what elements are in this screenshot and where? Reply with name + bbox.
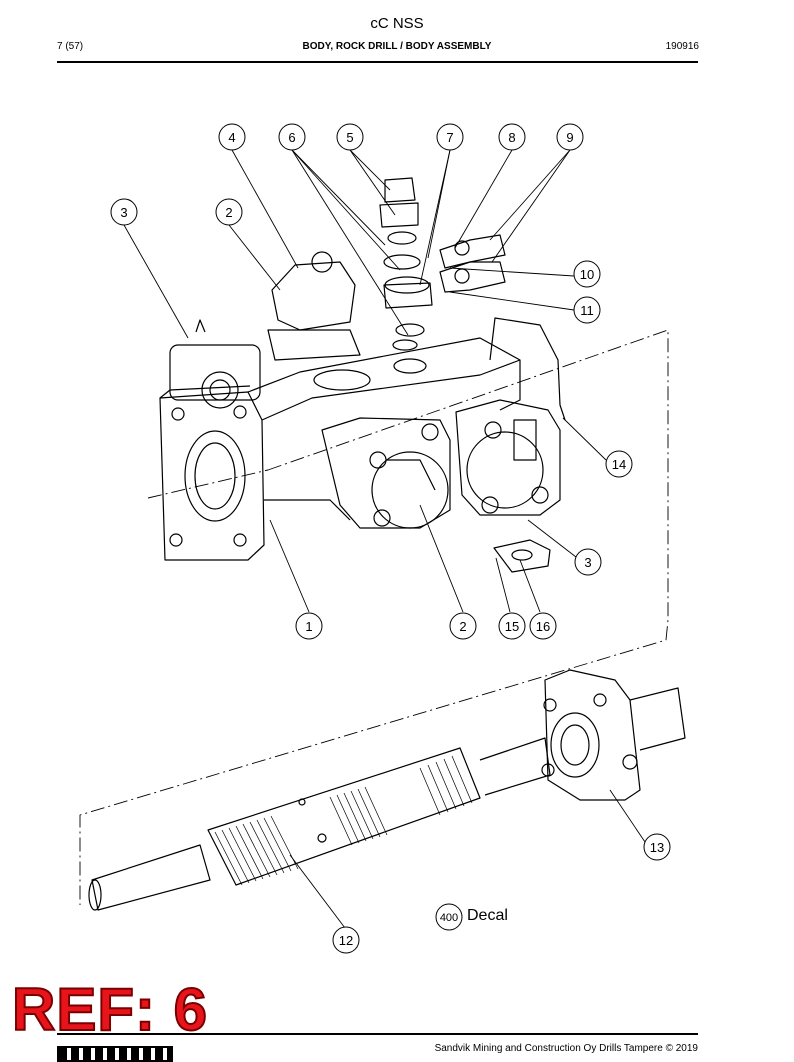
callout-7: 7	[436, 123, 464, 151]
body-housing	[159, 337, 521, 561]
callout-2-bottom: 2	[449, 612, 477, 640]
svg-text:6: 6	[288, 130, 295, 145]
ref-stamp: REF: 6	[11, 976, 209, 1043]
svg-text:2: 2	[459, 619, 466, 634]
callout-10: 10	[573, 260, 601, 288]
svg-text:15: 15	[505, 619, 519, 634]
svg-text:2: 2	[225, 205, 232, 220]
damper-cover-top	[267, 251, 361, 361]
svg-text:14: 14	[612, 457, 626, 472]
sandvik-logo	[57, 1046, 173, 1062]
leader-lines	[123, 149, 646, 929]
callout-balloons: 4 6 5 7 8 9 3 2 10 11 14 3 1 2 15 16 13 …	[110, 123, 671, 954]
decal-label: Decal	[467, 907, 508, 924]
svg-text:400: 400	[440, 912, 458, 924]
svg-text:12: 12	[339, 933, 353, 948]
svg-text:3: 3	[584, 555, 591, 570]
callout-8: 8	[498, 123, 526, 151]
svg-text:3: 3	[120, 205, 127, 220]
hose-fittings	[439, 234, 506, 293]
header-rule	[57, 61, 698, 63]
accumulator-hp	[455, 399, 561, 516]
callout-6: 6	[278, 123, 306, 151]
document-date: 190916	[665, 41, 699, 52]
callout-1: 1	[295, 612, 323, 640]
gasket	[493, 539, 551, 573]
svg-text:4: 4	[228, 130, 235, 145]
callout-16: 16	[529, 612, 557, 640]
svg-text:9: 9	[566, 130, 573, 145]
callout-400: 400	[435, 903, 463, 931]
side-cover-left	[169, 319, 261, 409]
callout-9: 9	[556, 123, 584, 151]
accumulator-lp	[321, 417, 451, 529]
svg-text:1: 1	[305, 619, 312, 634]
callout-14: 14	[605, 450, 633, 478]
svg-text:7: 7	[446, 130, 453, 145]
callout-12: 12	[332, 926, 360, 954]
svg-text:13: 13	[650, 840, 664, 855]
callout-11: 11	[573, 296, 601, 324]
callout-3-top: 3	[110, 198, 138, 226]
footer-rule	[57, 1033, 698, 1035]
assembly-boundary	[79, 329, 669, 905]
callout-2-top: 2	[215, 198, 243, 226]
callout-4: 4	[218, 123, 246, 151]
plug-stack	[379, 177, 433, 337]
piston	[88, 737, 551, 911]
svg-text:10: 10	[580, 267, 594, 282]
svg-text:5: 5	[346, 130, 353, 145]
document-title: cC NSS	[370, 15, 424, 32]
callout-13: 13	[643, 833, 671, 861]
section-title: BODY, ROCK DRILL / BODY ASSEMBLY	[302, 41, 492, 52]
svg-text:11: 11	[580, 303, 594, 318]
svg-text:16: 16	[536, 619, 550, 634]
svg-text:8: 8	[508, 130, 515, 145]
page-number: 7 (57)	[57, 41, 84, 52]
footer-copyright: Sandvik Mining and Construction Oy Drill…	[434, 1043, 698, 1054]
front-head	[541, 669, 686, 801]
callout-5: 5	[336, 123, 364, 151]
hose-loop	[489, 317, 566, 421]
callout-15: 15	[498, 612, 526, 640]
callout-3-bottom: 3	[574, 548, 602, 576]
